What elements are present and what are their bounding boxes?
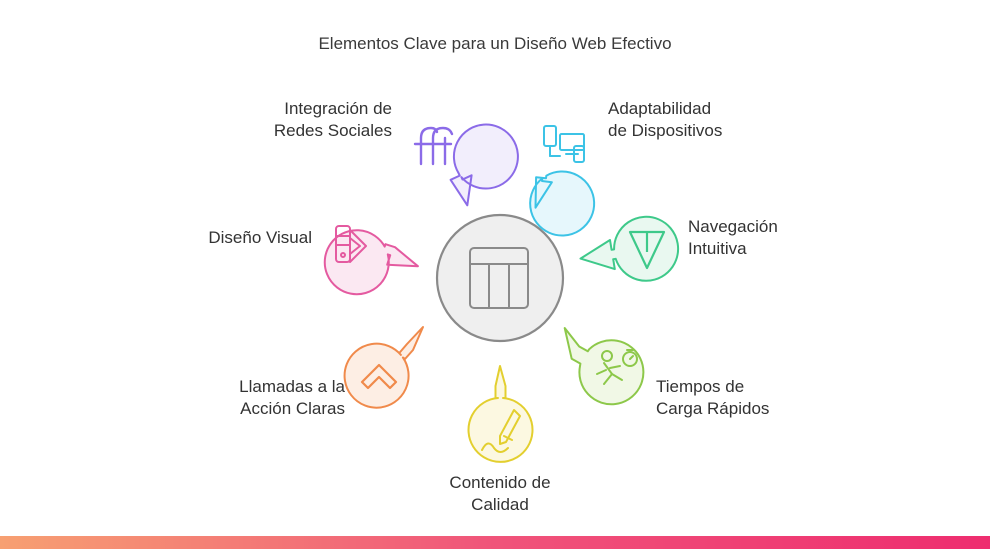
label-visual-line-1: Diseño Visual (208, 228, 312, 247)
label-social-line-1: Integración de (284, 99, 392, 118)
node-speed (563, 327, 645, 406)
label-devices-line-2: de Dispositivos (608, 121, 723, 140)
ff-ligature-icon (413, 126, 454, 166)
chevron-up-icon (360, 363, 398, 390)
node-cta (343, 326, 424, 409)
node-visual (323, 225, 419, 296)
node-social (413, 123, 519, 207)
node-nav (579, 215, 680, 282)
label-social-line-2: Redes Sociales (273, 121, 392, 140)
label-nav-line-2: Intuitiva (688, 239, 747, 258)
label-nav: Navegación Intuitiva (688, 216, 778, 260)
label-content-line-2: Calidad (471, 495, 529, 514)
table-layout-icon (469, 247, 529, 309)
node-content (467, 365, 534, 463)
center-hub (435, 213, 565, 343)
label-devices-line-1: Adaptabilidad (608, 99, 712, 118)
triangle-pointer-icon (628, 230, 666, 270)
gradient-footer-bar (0, 536, 990, 549)
label-visual: Diseño Visual (208, 227, 312, 249)
color-swatch-icon (335, 225, 367, 263)
label-devices: Adaptabilidad de Dispositivos (608, 98, 722, 142)
label-speed: Tiempos de Carga Rápidos (656, 376, 769, 420)
label-nav-line-1: Navegación (688, 217, 778, 236)
label-content: Contenido de Calidad (420, 472, 580, 516)
pen-writing-icon (481, 409, 521, 453)
label-speed-line-2: Carga Rápidos (656, 399, 770, 418)
label-cta-line-1: Llamadas a la (239, 377, 345, 396)
runner-stopwatch-icon (596, 349, 638, 385)
diagram-title: Elementos Clave para un Diseño Web Efect… (318, 34, 672, 53)
label-speed-line-1: Tiempos de (656, 377, 745, 396)
label-cta: Llamadas a la Acción Claras (239, 376, 345, 420)
node-devices (529, 125, 596, 237)
label-cta-line-2: Acción Claras (240, 399, 345, 418)
label-social: Integración de Redes Sociales (274, 98, 392, 142)
label-content-line-1: Contenido de (449, 473, 551, 492)
devices-icon (543, 125, 585, 163)
